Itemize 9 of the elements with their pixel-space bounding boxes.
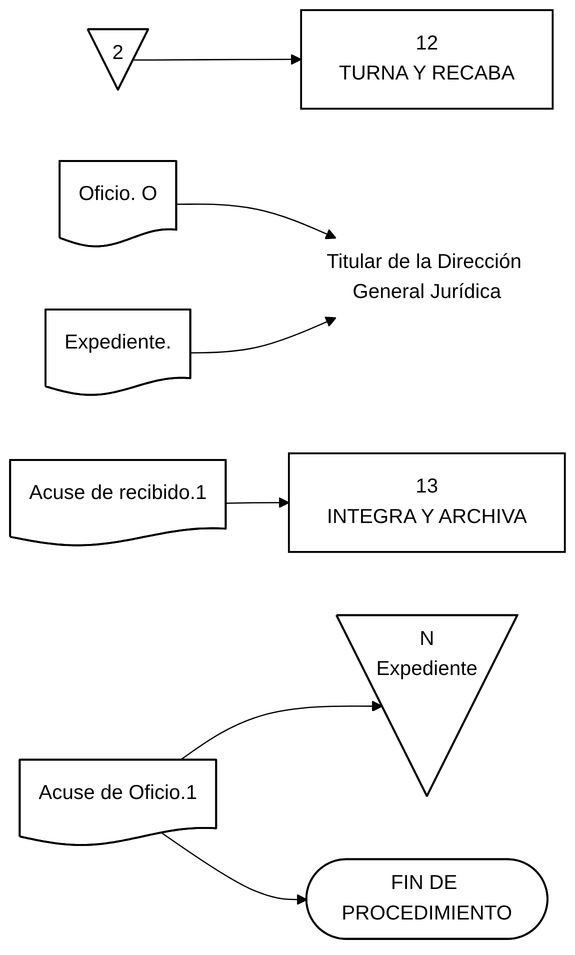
node-text: Titular de la Dirección General Jurídica xyxy=(326,251,522,304)
arrow xyxy=(176,204,336,240)
arrow xyxy=(162,832,308,906)
arrow xyxy=(180,700,383,761)
node-box: 12 TURNA Y RECABA xyxy=(300,9,554,110)
arrow xyxy=(226,497,290,508)
arrow xyxy=(190,316,336,354)
arrow xyxy=(134,54,302,65)
node-box: 13 INTEGRA Y ARCHIVA xyxy=(288,452,566,553)
